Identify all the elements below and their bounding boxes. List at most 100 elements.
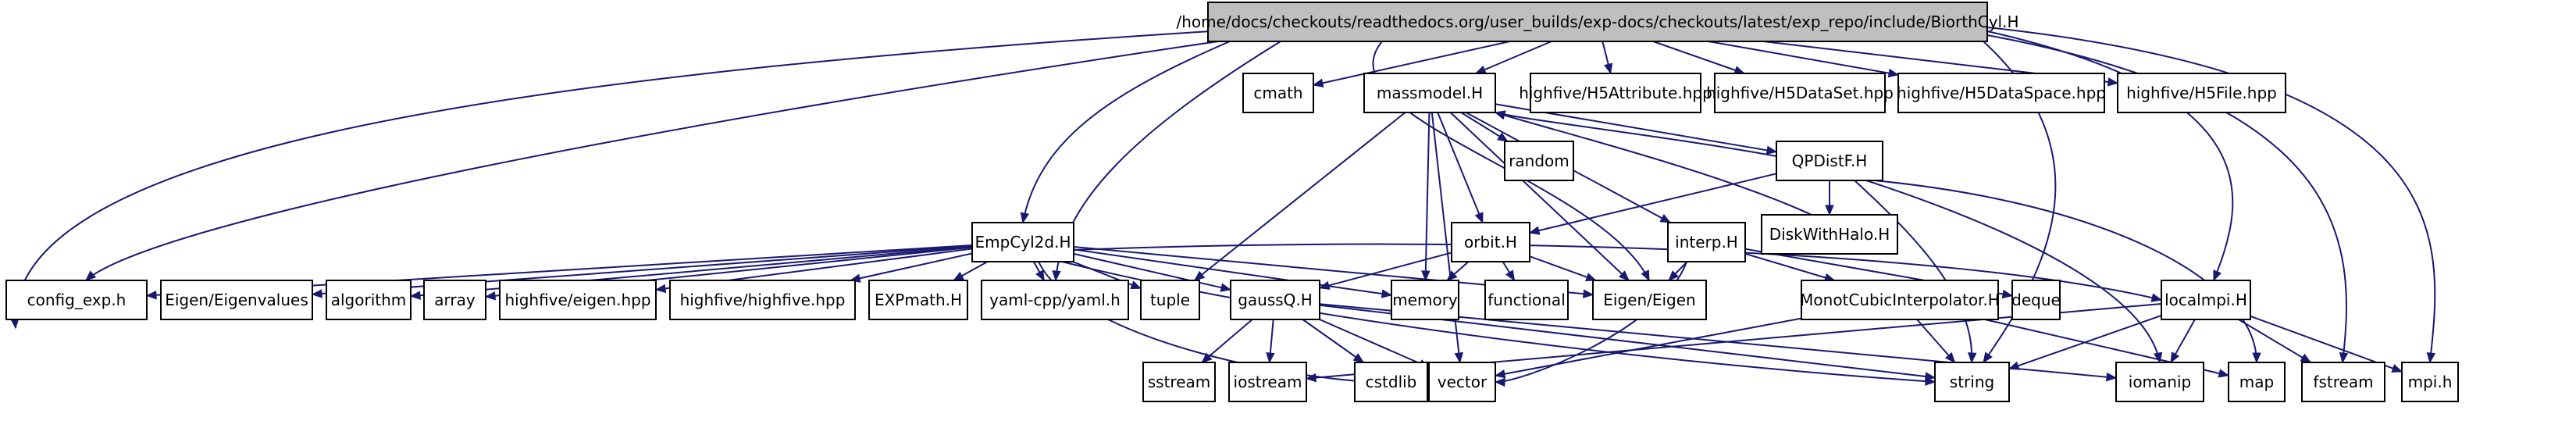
node-label: mpi.h — [2408, 373, 2453, 391]
node-box — [1140, 280, 1200, 320]
node-box — [868, 280, 968, 320]
node-label: array — [434, 291, 476, 309]
node-h5dataspace: highfive/H5DataSpace.hpp — [1897, 73, 2106, 113]
node-eigen: Eigen/Eigen — [1592, 280, 1707, 320]
node-box — [1897, 73, 2105, 113]
include-edge-massmodel-to-orbit — [1437, 112, 1484, 224]
node-box — [423, 280, 486, 320]
include-edge-empcyl2d-to-algorithm — [409, 245, 973, 300]
node-label: cstdlib — [1366, 373, 1417, 391]
node-label: DiskWithHalo.H — [1769, 225, 1890, 244]
node-label: iomanip — [2129, 373, 2191, 391]
node-config-exp: config_exp.h — [5, 280, 148, 320]
node-label: QPDistF.H — [1792, 152, 1868, 170]
include-edge-diskwithhalo-to-massmodel — [1494, 111, 1812, 216]
node-box — [1761, 214, 1898, 255]
node-massmodel[interactable]: massmodel.H — [1363, 73, 1496, 113]
node-label: algorithm — [331, 291, 407, 309]
include-edge-orbit-to-functional — [1502, 261, 1516, 282]
include-edge-massmodel-to-random — [1460, 112, 1509, 142]
node-iomanip: iomanip — [2115, 362, 2204, 402]
node-label: /home/docs/checkouts/readthedocs.org/use… — [1176, 12, 2018, 31]
node-gaussq[interactable]: gaussQ.H — [1230, 280, 1320, 320]
include-edge-qpdistf-to-orbit — [1528, 173, 1777, 235]
node-label: highfive/eigen.hpp — [504, 291, 650, 309]
include-edge-gaussq-to-cstdlib — [1302, 319, 1365, 363]
include-edge-BiorthCyl-to-empcyl2d — [1020, 41, 1231, 224]
node-box — [1451, 222, 1530, 262]
node-cstdlib: cstdlib — [1354, 362, 1428, 402]
node-box — [1207, 2, 1988, 42]
node-sstream: sstream — [1142, 362, 1216, 402]
node-memory: memory — [1391, 280, 1459, 320]
node-box — [1934, 362, 2010, 402]
include-edge-gaussq-to-sstream — [1201, 319, 1253, 363]
node-mpih: mpi.h — [2401, 362, 2459, 402]
node-box — [2011, 280, 2061, 320]
node-box — [326, 280, 412, 320]
node-box — [981, 280, 1129, 320]
node-qpdistf[interactable]: QPDistF.H — [1776, 141, 1883, 181]
include-edge-massmodel-to-vector — [1431, 112, 1464, 364]
node-label: EmpCyl2d.H — [975, 233, 1071, 252]
node-diskwithhalo[interactable]: DiskWithHalo.H — [1761, 214, 1898, 255]
node-functional: functional — [1484, 280, 1569, 320]
node-deque: deque — [2011, 280, 2061, 320]
node-label: fstream — [2313, 373, 2373, 391]
node-orbit[interactable]: orbit.H — [1451, 222, 1530, 262]
node-label: highfive/H5DataSpace.hpp — [1897, 84, 2106, 102]
node-label: string — [1950, 373, 1994, 391]
file-nodes: /home/docs/checkouts/readthedocs.org/use… — [5, 2, 2459, 402]
node-box — [1667, 222, 1746, 262]
node-box — [1801, 280, 1999, 320]
node-localmpi[interactable]: localmpi.H — [2161, 280, 2251, 320]
node-label: Eigen/Eigenvalues — [165, 291, 308, 309]
node-interp[interactable]: interp.H — [1667, 222, 1746, 262]
node-box — [971, 222, 1074, 262]
include-edge-BiorthCyl-to-h5attr — [1602, 41, 1613, 75]
include-edge-qpdistf-to-iomanip — [1865, 180, 2163, 364]
node-iostream: iostream — [1228, 362, 1307, 402]
node-box — [1363, 73, 1496, 113]
include-edge-localmpi-to-string — [2008, 315, 2162, 370]
node-box — [1354, 362, 1428, 402]
node-label: sstream — [1148, 373, 1211, 391]
node-hf-highfive: highfive/highfive.hpp — [669, 280, 856, 320]
include-edge-interp-to-monocubic — [1744, 252, 1836, 282]
node-box — [2115, 362, 2204, 402]
node-box — [1228, 362, 1307, 402]
node-label: vector — [1438, 373, 1488, 391]
node-box — [1230, 280, 1320, 320]
node-string: string — [1934, 362, 2010, 402]
include-edge-empcyl2d-to-yaml — [1032, 261, 1046, 282]
node-BiorthCyl: /home/docs/checkouts/readthedocs.org/use… — [1176, 2, 2019, 42]
node-monocubic[interactable]: MonotCubicInterpolator.H — [1800, 280, 2000, 320]
include-edge-BiorthCyl-to-config_exp — [85, 41, 1219, 281]
node-label: highfive/highfive.hpp — [680, 291, 846, 309]
node-box — [5, 280, 148, 320]
node-box — [499, 280, 657, 320]
include-edge-massmodel-to-memory — [1421, 112, 1431, 282]
node-h5file: highfive/H5File.hpp — [2117, 73, 2286, 113]
node-label: MonotCubicInterpolator.H — [1800, 291, 2000, 309]
include-edge-massmodel-to-tuple — [1193, 112, 1406, 281]
node-empcyl2d[interactable]: EmpCyl2d.H — [971, 222, 1074, 262]
node-box — [1428, 362, 1496, 402]
node-box — [1504, 141, 1574, 181]
include-edge-BiorthCyl-to-fstream — [1986, 34, 2349, 364]
node-box — [2401, 362, 2459, 402]
node-box — [1714, 73, 1886, 113]
node-label: highfive/H5Attribute.hpp — [1519, 84, 1712, 102]
node-label: Eigen/Eigen — [1603, 291, 1695, 309]
node-label: random — [1509, 152, 1569, 170]
node-label: deque — [2011, 291, 2061, 309]
include-edge-monocubic-to-string — [1916, 319, 1956, 363]
node-box — [1242, 73, 1314, 113]
include-edge-BiorthCyl-to-mpih — [1986, 27, 2436, 364]
node-box — [1484, 280, 1569, 320]
node-label: massmodel.H — [1377, 84, 1483, 102]
node-cmath: cmath — [1242, 73, 1314, 113]
include-edge-empcyl2d-to-tuple — [1072, 261, 1142, 290]
node-label: yaml-cpp/yaml.h — [989, 291, 1121, 309]
